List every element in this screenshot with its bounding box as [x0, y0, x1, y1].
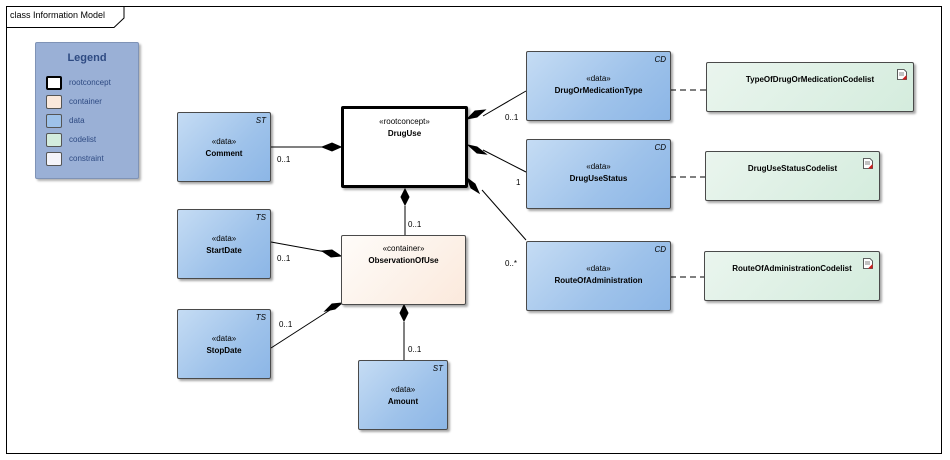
class-amount[interactable]: ST «data» Amount	[358, 360, 448, 430]
drugtype-association	[482, 90, 527, 117]
codelist-document-icon	[863, 158, 873, 169]
legend-swatch	[46, 133, 62, 147]
class-name: RouteOfAdministration	[554, 276, 643, 285]
class-type: TS	[255, 213, 266, 222]
route-association	[481, 189, 527, 241]
class-comment[interactable]: ST «data» Comment	[177, 112, 271, 182]
legend-label: rootconcept	[69, 78, 111, 87]
class-stereotype: «data»	[211, 234, 237, 243]
codelist-typeofdrugormedication[interactable]: TypeOfDrugOrMedicationCodelist	[706, 62, 914, 112]
class-startdate[interactable]: TS «data» StartDate	[177, 209, 271, 279]
legend: Legend rootconcept container data codeli…	[35, 42, 139, 179]
class-name: StartDate	[206, 246, 242, 255]
multiplicity-startdate: 0..1	[277, 254, 291, 263]
class-stereotype: «data»	[390, 385, 416, 394]
comment-diamond	[320, 142, 343, 152]
class-type: CD	[654, 143, 666, 152]
class-stereotype: «data»	[586, 162, 611, 171]
codelist-drugusestatus[interactable]: DrugUseStatusCodelist	[705, 151, 880, 201]
legend-label: data	[69, 116, 85, 125]
multiplicity-drugusestatus: 1	[516, 178, 521, 187]
legend-label: container	[69, 97, 102, 106]
multiplicity-drugormedicationtype: 0..1	[505, 113, 519, 122]
legend-title: Legend	[67, 52, 107, 64]
drugtype-diamond	[465, 109, 487, 120]
class-routeofadministration[interactable]: CD «data» RouteOfAdministration	[526, 241, 671, 311]
legend-label: constraint	[69, 154, 104, 163]
class-type: CD	[654, 245, 666, 254]
class-stereotype: «data»	[211, 137, 237, 146]
multiplicity-amount: 0..1	[408, 345, 422, 354]
route-diamond	[465, 176, 481, 195]
startdate-diamond	[320, 249, 343, 258]
amount-diamond	[399, 303, 409, 323]
class-type: ST	[255, 116, 266, 125]
codelist-name: DrugUseStatusCodelist	[747, 164, 838, 173]
codelist-name: TypeOfDrugOrMedicationCodelist	[745, 75, 875, 84]
class-stereotype: «data»	[586, 264, 611, 273]
observation-diamond	[400, 187, 410, 207]
multiplicity-observationofuse: 0..1	[408, 220, 422, 229]
class-type: TS	[255, 313, 266, 322]
class-name: StopDate	[206, 346, 242, 355]
class-name: DrugUseStatus	[569, 174, 628, 183]
class-name: Amount	[387, 397, 419, 406]
drugstatus-association	[482, 149, 527, 173]
class-drugusestatus[interactable]: CD «data» DrugUseStatus	[526, 139, 671, 209]
class-stereotype: «data»	[211, 334, 237, 343]
class-name: DrugOrMedicationType	[554, 86, 643, 95]
legend-label: codelist	[69, 135, 97, 144]
legend-swatch	[46, 114, 62, 128]
class-observationofuse[interactable]: «container» ObservationOfUse	[341, 235, 466, 305]
class-stopdate[interactable]: TS «data» StopDate	[177, 309, 271, 379]
class-type: CD	[654, 55, 666, 64]
multiplicity-routeofadministration: 0..*	[505, 259, 518, 268]
legend-swatch	[46, 76, 62, 90]
class-name: DrugUse	[387, 129, 422, 138]
class-stereotype: «data»	[586, 74, 611, 83]
startdate-association	[270, 241, 327, 253]
class-stereotype: «container»	[382, 244, 425, 253]
class-type: ST	[432, 364, 443, 373]
legend-swatch	[46, 95, 62, 109]
stopdate-association	[270, 309, 331, 349]
class-stereotype: «rootconcept»	[379, 117, 430, 126]
class-name: Comment	[205, 149, 243, 158]
multiplicity-stopdate: 0..1	[279, 320, 293, 329]
codelist-name: RouteOfAdministrationCodelist	[732, 264, 852, 273]
codelist-document-icon	[897, 69, 907, 80]
multiplicity-comment: 0..1	[277, 155, 291, 164]
class-drugormedicationtype[interactable]: CD «data» DrugOrMedicationType	[526, 51, 671, 121]
codelist-document-icon	[863, 258, 873, 269]
class-name: ObservationOfUse	[368, 256, 439, 265]
drugstatus-diamond	[466, 144, 488, 155]
legend-swatch	[46, 152, 62, 166]
stopdate-diamond	[323, 302, 344, 312]
codelist-routeofadministration[interactable]: RouteOfAdministrationCodelist	[704, 251, 880, 301]
class-druguse[interactable]: «rootconcept» DrugUse	[341, 106, 468, 188]
frame-title: class Information Model	[10, 10, 106, 20]
diagram-frame	[6, 6, 942, 454]
